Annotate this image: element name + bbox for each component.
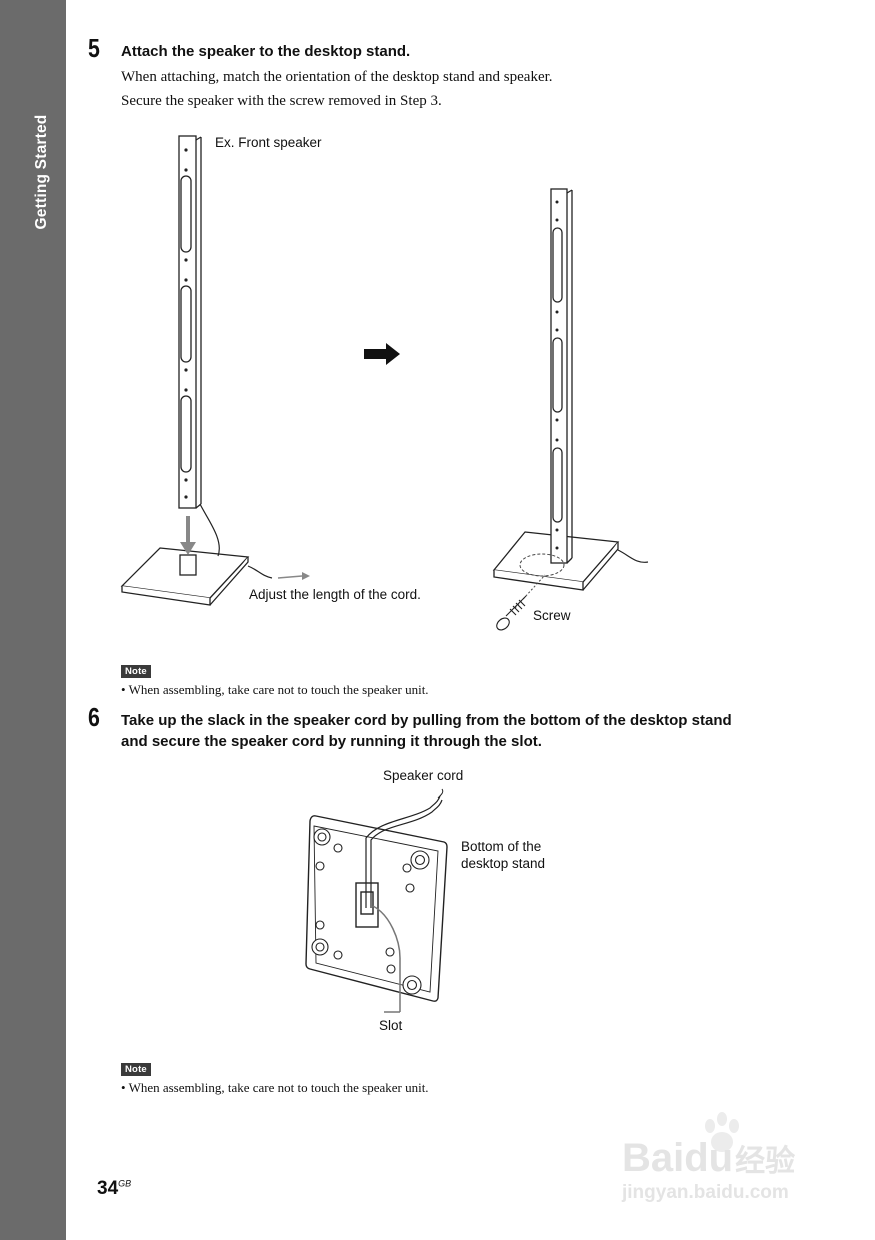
page-number: 34GB xyxy=(97,1178,131,1200)
screw-icon xyxy=(496,595,527,631)
note-text: • When assembling, take care not to touc… xyxy=(121,682,429,697)
step-5-title: Attach the speaker to the desktop stand. xyxy=(121,43,411,60)
adjust-cord-label: Adjust the length of the cord. xyxy=(249,587,421,602)
watermark-brand-du: du xyxy=(684,1136,734,1180)
screw-label: Screw xyxy=(533,608,571,623)
watermark-brand: Bai xyxy=(622,1136,685,1180)
down-arrow-icon xyxy=(180,516,196,555)
step-6-title-line-2: and secure the speaker cord by running i… xyxy=(121,733,542,750)
arrow-right-icon xyxy=(364,343,400,365)
watermark-url: jingyan.baidu.com xyxy=(622,1182,789,1203)
note-badge: Note xyxy=(121,1063,151,1076)
page-number-value: 34 xyxy=(97,1178,119,1199)
speaker-cord-label: Speaker cord xyxy=(383,768,464,783)
step-5-number: 5 xyxy=(88,33,100,63)
note-text: • When assembling, take care not to touc… xyxy=(121,1080,429,1095)
step-5-line-1: When attaching, match the orientation of… xyxy=(121,69,553,85)
example-label: Ex. Front speaker xyxy=(215,135,322,150)
step-6-number: 6 xyxy=(88,702,100,732)
bottom-label-line-1: Bottom of the xyxy=(461,839,542,854)
note-badge: Note xyxy=(121,665,151,678)
watermark-cn: 经验 xyxy=(735,1145,796,1178)
side-tab: Getting Started xyxy=(0,0,66,1240)
slot-label: Slot xyxy=(379,1018,403,1033)
paw-icon xyxy=(705,1112,739,1152)
page-suffix: GB xyxy=(118,1178,132,1189)
bottom-label-line-2: desktop stand xyxy=(461,856,546,871)
watermark: Baidu经验 jingyan.baidu.com xyxy=(620,1110,840,1210)
step-5-line-2: Secure the speaker with the screw remove… xyxy=(121,93,442,109)
step-6-title-line-1: Take up the slack in the speaker cord by… xyxy=(121,712,732,729)
